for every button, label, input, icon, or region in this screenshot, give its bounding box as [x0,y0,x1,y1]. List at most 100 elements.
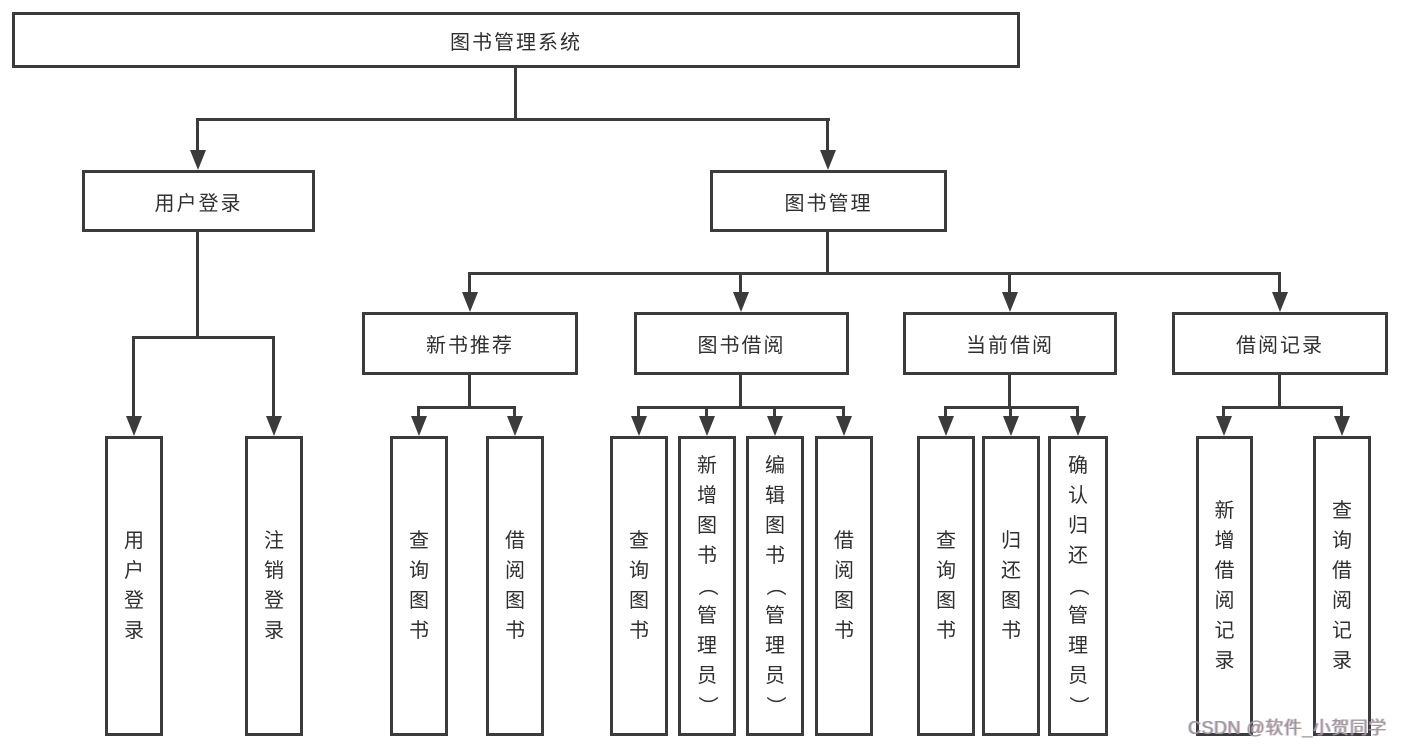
connector-book-management-trunk [826,232,829,274]
connector-root-elbow [197,118,830,121]
connector-to-current-borrow [1008,272,1011,294]
vertical-char: 认 [1068,485,1088,507]
connector-borrow-records-elbow [1224,406,1343,409]
arrowhead-down-icon [631,416,647,436]
vertical-char: 查 [409,530,429,552]
arrowhead-down-icon [190,150,206,170]
arrowhead-down-icon [507,416,523,436]
connector-user-login-elbow [134,336,275,339]
vertical-char: 理 [697,635,717,657]
connector-to-leaf [842,406,845,420]
vertical-char: （ [696,576,718,596]
vertical-char: 管 [765,605,785,627]
vertical-char: 户 [124,560,144,582]
vertical-char: 阅 [834,560,854,582]
vertical-char: 图 [936,590,956,612]
leaf-confirm-return-admin: 确认归还（管理员） [1048,436,1108,736]
leaf-query-books: 查询图书 [610,436,668,736]
connector-user-login-trunk [196,232,199,338]
vertical-char: 记 [1332,620,1352,642]
vertical-char: 辑 [765,485,785,507]
vertical-char: 还 [1068,545,1088,567]
vertical-char: 书 [505,620,525,642]
connector-to-leaf [513,406,516,420]
vertical-char: ） [1067,696,1089,716]
arrowhead-down-icon [699,416,715,436]
vertical-char: 图 [409,590,429,612]
vertical-char: 询 [936,560,956,582]
vertical-char: 图 [505,590,525,612]
connector-to-borrow-records [1278,272,1281,294]
arrowhead-down-icon [1334,416,1350,436]
vertical-char: 录 [1332,650,1352,672]
vertical-char: 书 [409,620,429,642]
vertical-char: 编 [765,455,785,477]
vertical-char: 理 [1068,635,1088,657]
connector-to-leaf [1076,406,1079,420]
vertical-char: 图 [629,590,649,612]
vertical-char: 理 [765,635,785,657]
vertical-char: 阅 [505,560,525,582]
connector-to-leaf [705,406,708,420]
vertical-char: 图 [834,590,854,612]
vertical-char: 归 [1068,515,1088,537]
leaf-edit-books-admin: 编辑图书（管理员） [746,436,804,736]
vertical-char: 借 [1214,560,1235,582]
vertical-char: 归 [1001,530,1021,552]
node-book-management: 图书管理 [710,170,947,232]
leaf-user-login: 用户登录 [105,436,163,736]
vertical-char: 员 [697,665,717,687]
vertical-char: 书 [765,545,785,567]
vertical-char: 登 [124,590,144,612]
connector-book-borrow-elbow [639,406,845,409]
leaf-logout: 注销登录 [245,436,303,736]
vertical-char: 询 [409,560,429,582]
arrowhead-down-icon [1272,292,1288,312]
connector-to-leaf [417,406,420,420]
arrowhead-down-icon [462,292,478,312]
arrowhead-down-icon [1002,292,1018,312]
leaf-add-books-admin: 新增图书（管理员） [678,436,736,736]
vertical-char: 询 [1332,530,1352,552]
leaf-query-borrow-record: 查询借阅记录 [1313,436,1371,736]
connector-to-leaf [1340,406,1343,420]
connector-to-leaf [944,406,947,420]
connector-book-borrow-trunk [739,375,742,408]
connector-new-book-trunk [468,375,471,408]
vertical-char: 图 [765,515,785,537]
node-new-book-recommend: 新书推荐 [362,312,578,375]
vertical-char: 查 [1332,500,1352,522]
arrowhead-down-icon [733,292,749,312]
arrowhead-down-icon [1003,416,1019,436]
vertical-char: 增 [1214,530,1235,552]
vertical-char: 阅 [1214,590,1235,612]
connector-to-leaf [132,336,135,418]
vertical-char: 借 [505,530,525,552]
vertical-char: 录 [264,620,284,642]
vertical-char: ） [696,696,718,716]
node-user-login: 用户登录 [82,170,315,232]
vertical-char: 录 [1214,650,1235,672]
vertical-char: （ [1067,576,1089,596]
vertical-char: 用 [124,530,144,552]
arrowhead-down-icon [1216,416,1232,436]
vertical-char: ） [764,696,786,716]
leaf-query-books: 查询图书 [917,436,975,736]
vertical-char: 借 [1332,560,1352,582]
node-borrow-records: 借阅记录 [1172,312,1388,375]
vertical-char: 查 [629,530,649,552]
connector-to-book-management [826,118,829,154]
vertical-char: 新 [1214,500,1235,522]
connector-borrow-records-trunk [1278,375,1281,408]
arrowhead-down-icon [411,416,427,436]
connector-to-new-book [468,272,471,294]
arrowhead-down-icon [820,150,836,170]
vertical-char: 记 [1214,620,1235,642]
node-current-borrow: 当前借阅 [903,312,1117,375]
arrowhead-down-icon [1070,416,1086,436]
node-book-borrow: 图书借阅 [634,312,849,375]
vertical-char: 登 [264,590,284,612]
vertical-char: 图 [697,515,717,537]
connector-to-leaf [1222,406,1225,420]
